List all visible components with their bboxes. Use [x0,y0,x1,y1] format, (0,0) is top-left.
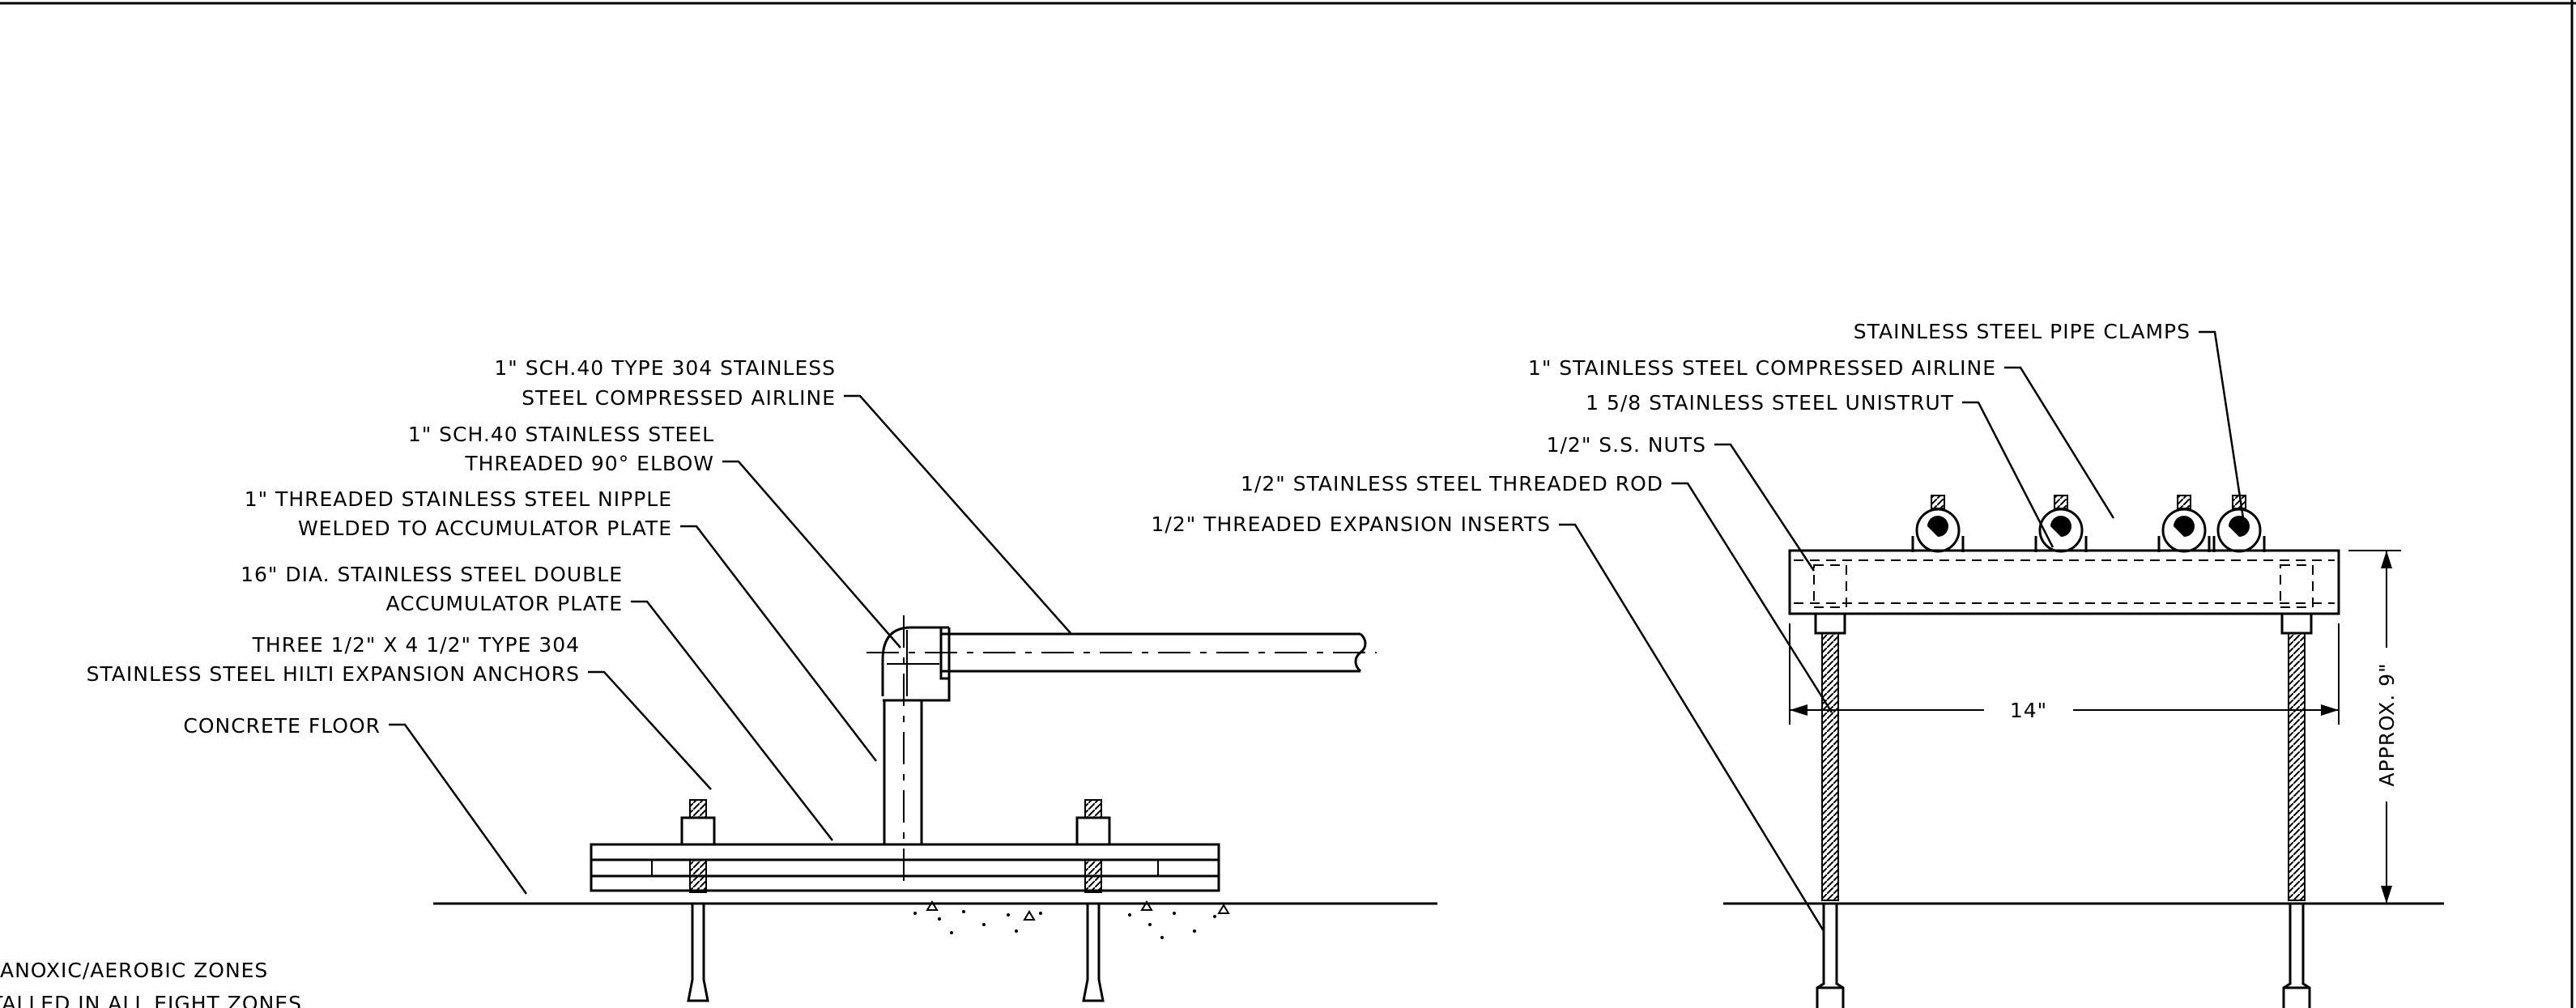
dimension-width: 14" [1789,623,2340,725]
threaded-rod-right [2288,632,2306,901]
callout-expansion-inserts: 1/2" THREADED EXPANSION INSERTS [1152,513,1551,536]
unistrut-channel [1788,549,2340,615]
callout-threaded-rod: 1/2" STAINLESS STEEL THREADED ROD [1241,472,1663,495]
callout-text: 1" SCH.40 STAINLESS STEEL [408,423,714,446]
pipe-clamp-4 [2212,495,2266,553]
callout-text: STAINLESS STEEL HILTI EXPANSION ANCHORS [87,662,580,686]
threaded-rod-left [1821,632,1839,901]
right-detail: STAINLESS STEEL PIPE CLAMPS 1" STAINLESS… [1152,320,2444,1008]
right-leaders [1559,330,2245,932]
left-detail: 1" SCH.40 TYPE 304 STAINLESS STEEL COMPR… [87,356,1437,1002]
callout-text: 16" DIA. STAINLESS STEEL DOUBLE [241,563,623,586]
callout-text: ACCUMULATOR PLATE [386,592,623,615]
callout-text: THREE 1/2" X 4 1/2" TYPE 304 [252,633,580,657]
callout-compressed-airline: 1" STAINLESS STEEL COMPRESSED AIRLINE [1528,356,1996,380]
callout-text: CONCRETE FLOOR [183,714,381,738]
pipe-clamp-2 [2034,495,2088,553]
expansion-insert-right [2282,904,2311,1008]
dimension-height-label: APPROX. 9" [2375,662,2399,786]
callout-text: WELDED TO ACCUMULATOR PLATE [298,517,672,540]
callout-text: THREADED 90° ELBOW [464,452,714,475]
hex-nut-right [2280,612,2313,635]
pipe-clamp-1 [1911,495,1965,553]
pipe-clamp-3 [2157,495,2211,553]
callout-nuts: 1/2" S.S. NUTS [1547,433,1706,457]
left-callout-floor: CONCRETE FLOOR [183,714,381,738]
left-callout-airline: 1" SCH.40 TYPE 304 STAINLESS STEEL COMPR… [494,356,836,410]
callout-text: 1" SCH.40 TYPE 304 STAINLESS [494,356,836,380]
expansion-anchor-right [1075,799,1111,1002]
dimension-width-label: 14" [2010,699,2047,722]
airline-pipe [866,632,1377,673]
callout-unistrut: 1 5/8 STAINLESS STEEL UNISTRUT [1586,391,1954,415]
expansion-insert-left [1816,904,1845,1008]
callout-text: 1" THREADED STAINLESS STEEL NIPPLE [245,487,672,511]
left-callout-elbow: 1" SCH.40 STAINLESS STEEL THREADED 90° E… [408,423,714,475]
hex-nut-left [1814,612,1846,635]
left-callout-nipple: 1" THREADED STAINLESS STEEL NIPPLE WELDE… [245,487,672,540]
left-leaders [389,394,1071,895]
accumulator-plate [590,843,1220,892]
dimension-height: APPROX. 9" [2348,550,2444,904]
left-callout-plate: 16" DIA. STAINLESS STEEL DOUBLE ACCUMULA… [241,563,623,615]
notes: ANOXIC/AEROBIC ZONES TALLED IN ALL EIGHT… [0,959,302,1008]
note-line-1: ANOXIC/AEROBIC ZONES [0,959,268,982]
elbow-fitting [881,626,951,702]
concrete-hatch [913,900,1230,939]
expansion-anchor-left [680,799,716,1002]
left-callout-anchors: THREE 1/2" X 4 1/2" TYPE 304 STAINLESS S… [87,633,580,686]
callout-pipe-clamps: STAINLESS STEEL PIPE CLAMPS [1854,320,2191,343]
note-line-2: TALLED IN ALL EIGHT ZONES [0,992,302,1008]
nipple [883,615,923,883]
callout-text: STEEL COMPRESSED AIRLINE [522,386,836,410]
